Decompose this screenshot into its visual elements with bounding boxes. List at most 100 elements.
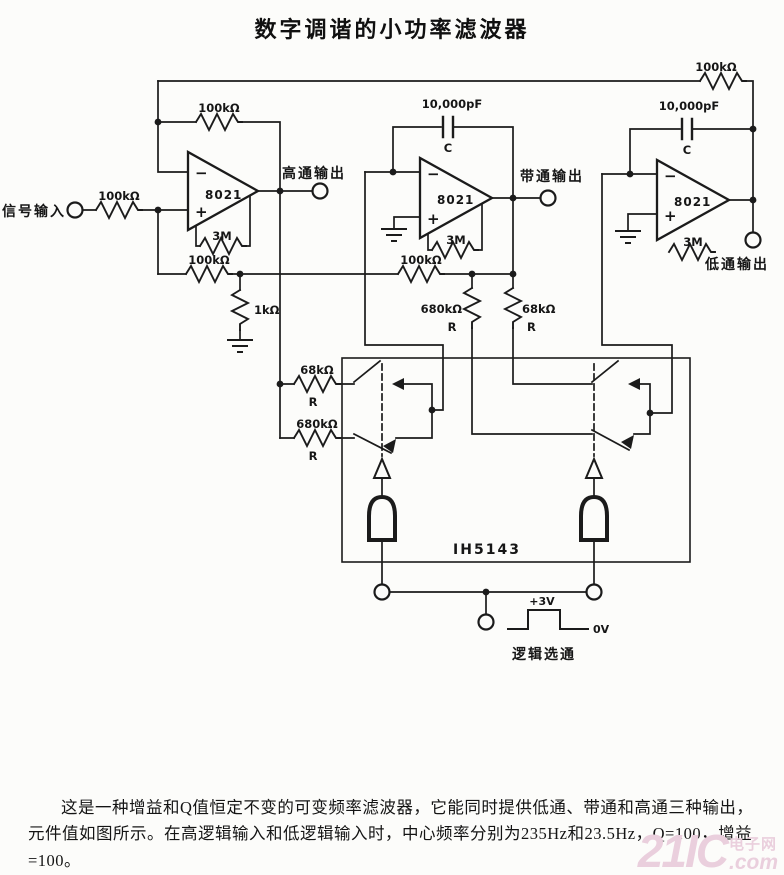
switch-arrow-top-right [628, 378, 640, 390]
opamp2-label: 8021 [437, 193, 474, 207]
wire-signal-input [82, 209, 189, 275]
label-r100k-fb: 100kΩ [198, 101, 240, 115]
resistor-68k-horiz [293, 375, 341, 393]
label-logic-strobe: 逻辑选通 [512, 646, 576, 663]
wiring [82, 80, 754, 615]
watermark: 21IC 电子网 .com [637, 825, 778, 875]
terminal-strobe-center [477, 613, 495, 631]
value-labels: 100kΩ 100kΩ 100kΩ 100kΩ 100kΩ 1kΩ 680kΩ … [98, 60, 737, 463]
wire-3m-2 [427, 203, 483, 251]
capacitor-op2 [441, 115, 455, 139]
capacitors [441, 115, 694, 141]
label-r68k-horiz-r: R [309, 395, 318, 409]
resistor-100k-hp-feedback [195, 113, 243, 131]
opamp3-plus: + [664, 207, 677, 225]
label-r1k: 1kΩ [254, 303, 280, 317]
label-r68k-vert: 68kΩ [522, 302, 556, 316]
capacitor-op3 [680, 117, 694, 141]
wire-op3-inputs [601, 173, 658, 232]
label-cap-op3: 10,000pF [659, 99, 719, 113]
resistor-680k-horiz [293, 429, 341, 447]
resistor-100k-q-mid [397, 265, 445, 283]
terminals [66, 182, 762, 631]
label-3m-op3: 3M [683, 235, 702, 249]
watermark-site-cn: 电子网 [728, 836, 777, 854]
resistor-100k-input [95, 201, 143, 219]
switch-arrow-bottom-right [621, 435, 634, 449]
resistor-68k-vert [504, 287, 522, 329]
opamp2-plus: + [427, 210, 440, 228]
label-signal-input: 信号输入 [2, 203, 66, 220]
watermark-brand: 21IC [637, 825, 729, 875]
terminal-hp-output [311, 182, 329, 200]
ground-op2 [381, 228, 407, 242]
wire-hp-output [257, 190, 313, 439]
label-r680k-horiz: 680kΩ [296, 417, 338, 431]
label-3m-op2: 3M [446, 233, 465, 247]
label-r680k-vert-r: R [448, 320, 457, 334]
wire-lp-feedback [157, 80, 754, 233]
label-r680k-vert: 680kΩ [421, 302, 463, 316]
terminal-signal-input [66, 201, 84, 219]
label-3m-op1: 3M [212, 229, 231, 243]
resistor-1k [231, 289, 249, 331]
terminal-strobe-right [585, 583, 603, 601]
label-r100k-row2: 100kΩ [400, 253, 442, 267]
pulse-low-label: 0V [593, 623, 610, 636]
opamp1-plus: + [195, 203, 208, 221]
label-cap-name-op3: C [683, 143, 691, 157]
label-hp-output: 高通输出 [282, 165, 346, 182]
watermark-domain: .com [728, 851, 778, 875]
ic-boundary-box [341, 357, 691, 563]
terminal-lp-output [744, 231, 762, 249]
wire-op2-inputs [364, 171, 421, 230]
junction-dots [154, 118, 757, 596]
resistor-100k-lp-feedback [699, 72, 747, 90]
chinese-labels: 信号输入 高通输出 带通输出 低通输出 逻辑选通 [2, 165, 769, 663]
switch-arrow-bottom-left [383, 439, 396, 453]
ground-1k [227, 339, 253, 353]
wire-680k-feed [471, 273, 593, 435]
opamp3-label: 8021 [674, 195, 711, 209]
label-r68k-vert-r: R [527, 320, 536, 334]
pulse-high-label: +3V [529, 595, 555, 608]
analog-switches: IH5143 [341, 357, 691, 563]
label-r68k-horiz: 68kΩ [300, 363, 334, 377]
label-r100k-in: 100kΩ [98, 189, 140, 203]
label-r100k-row1: 100kΩ [188, 253, 230, 267]
control-triangle-left [372, 456, 392, 479]
switch-arrow-top-left [392, 378, 404, 390]
wire-op3-cap [629, 128, 754, 175]
opamp1-minus: − [195, 164, 208, 182]
label-r680k-horiz-r: R [309, 449, 318, 463]
terminal-strobe-left [373, 583, 391, 601]
switch-lever-top-left [352, 359, 382, 384]
control-triangle-right [584, 456, 604, 479]
switch-lever-bottom-left [352, 432, 393, 455]
label-r100k-top: 100kΩ [695, 60, 737, 74]
opamps: − + 8021 − + 8021 − + 8021 [186, 150, 732, 242]
label-cap-op2: 10,000pF [422, 97, 482, 111]
caption-paragraph: 这是一种增益和Q值恒定不变的可变频率滤波器，它能同时提供低通、带通和高通三种输出… [28, 797, 754, 870]
opamp2-minus: − [427, 165, 440, 183]
driver-gate-right [579, 494, 609, 542]
circuit-schematic: IH5143 − [2, 60, 769, 663]
resistor-100k-q-left [185, 265, 233, 283]
opamp1-triangle [186, 150, 261, 232]
label-bp-output: 带通输出 [520, 168, 584, 185]
resistor-680k-vert [463, 287, 481, 329]
ic-label: IH5143 [453, 542, 521, 558]
driver-gate-left [367, 494, 397, 542]
terminal-bp-output [539, 189, 557, 207]
wire-op1-input-network [157, 80, 281, 192]
wire-op3-int-route [601, 173, 673, 435]
switch-lever-top-right [590, 359, 620, 384]
ground-op3 [615, 230, 641, 244]
opamp3-minus: − [664, 167, 677, 185]
opamp1-label: 8021 [205, 188, 242, 202]
label-cap-name-op2: C [444, 141, 452, 155]
opamp3-triangle [655, 158, 732, 242]
label-lp-output: 低通输出 [704, 256, 769, 273]
page-title: 数字调谐的小功率滤波器 [254, 18, 530, 43]
